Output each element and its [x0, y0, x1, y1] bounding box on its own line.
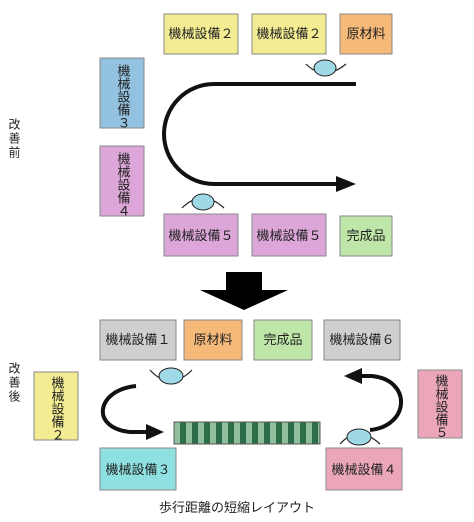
- box-machine-2a-label: 機械設備２: [168, 26, 233, 42]
- before-section: 改善前 機械設備２ 機械設備２ 原材料 機械設備３ 機械設備４ 機械設備５ 機械…: [7, 13, 393, 257]
- box-machine-1-label: 機械設備１: [105, 332, 170, 348]
- down-arrow-icon: [200, 272, 288, 310]
- worker-icon-before-bottom: [181, 193, 225, 211]
- flow-arrow-after-left: [100, 384, 148, 434]
- box-machine-5-after: [417, 369, 463, 439]
- box-raw-material-after: [183, 319, 243, 361]
- box-machine-3-after-label: 機械設備３: [105, 462, 170, 478]
- box-machine-6: [323, 319, 401, 361]
- box-finished-goods-after: [253, 319, 313, 361]
- flow-arrowhead-before: [336, 176, 356, 192]
- box-raw-material-before: [339, 13, 393, 55]
- box-finished-goods-before: [339, 215, 393, 257]
- box-machine-2b-label: 機械設備２: [256, 26, 321, 42]
- flow-arrow-after-right: [360, 374, 403, 432]
- flow-arrowhead-after-right: [344, 368, 362, 384]
- box-machine-4-before: [99, 145, 145, 217]
- box-machine-3-after: [99, 447, 177, 491]
- box-machine-5b: [251, 213, 327, 257]
- box-machine-2b: [251, 13, 327, 55]
- box-machine-4-after: [325, 447, 403, 491]
- before-side-label: 改善前: [7, 118, 21, 160]
- flow-arrowhead-after-left: [146, 424, 164, 440]
- figure-caption: 歩行距離の短縮レイアウト: [159, 500, 315, 516]
- box-raw-material-after-label: 原材料: [193, 333, 232, 348]
- box-finished-goods-after-label: 完成品: [263, 333, 302, 348]
- box-machine-5a: [163, 213, 239, 257]
- worker-icon-after-left: [149, 367, 193, 385]
- worker-icon-before-top: [305, 59, 347, 77]
- box-raw-material-before-label: 原材料: [346, 27, 385, 42]
- box-finished-goods-before-label: 完成品: [346, 229, 385, 244]
- box-machine-5b-label: 機械設備５: [256, 228, 321, 244]
- after-side-label: 改善後: [7, 362, 21, 404]
- box-machine-6-label: 機械設備６: [329, 332, 394, 348]
- box-machine-1: [99, 319, 177, 361]
- box-machine-4-before-label: 機械設備４: [115, 152, 131, 217]
- box-machine-5-after-label: 機械設備５: [433, 374, 449, 439]
- box-machine-3-before: [99, 57, 145, 129]
- box-machine-5a-label: 機械設備５: [168, 228, 233, 244]
- box-machine-2a: [163, 13, 239, 55]
- box-machine-4-after-label: 機械設備４: [331, 462, 396, 478]
- box-machine-2-after-label: 機械設備２: [49, 376, 65, 441]
- after-section: 改善後 機械設備１ 原材料 完成品 機械設備６ 機械設備２ 機械設備５ 機械設備…: [7, 319, 463, 491]
- box-machine-2-after: [33, 371, 79, 441]
- box-machine-3-before-label: 機械設備３: [115, 64, 131, 129]
- flow-arrow-before: [162, 82, 356, 186]
- worker-icon-after-right: [339, 428, 381, 446]
- conveyor-belt: [173, 421, 321, 445]
